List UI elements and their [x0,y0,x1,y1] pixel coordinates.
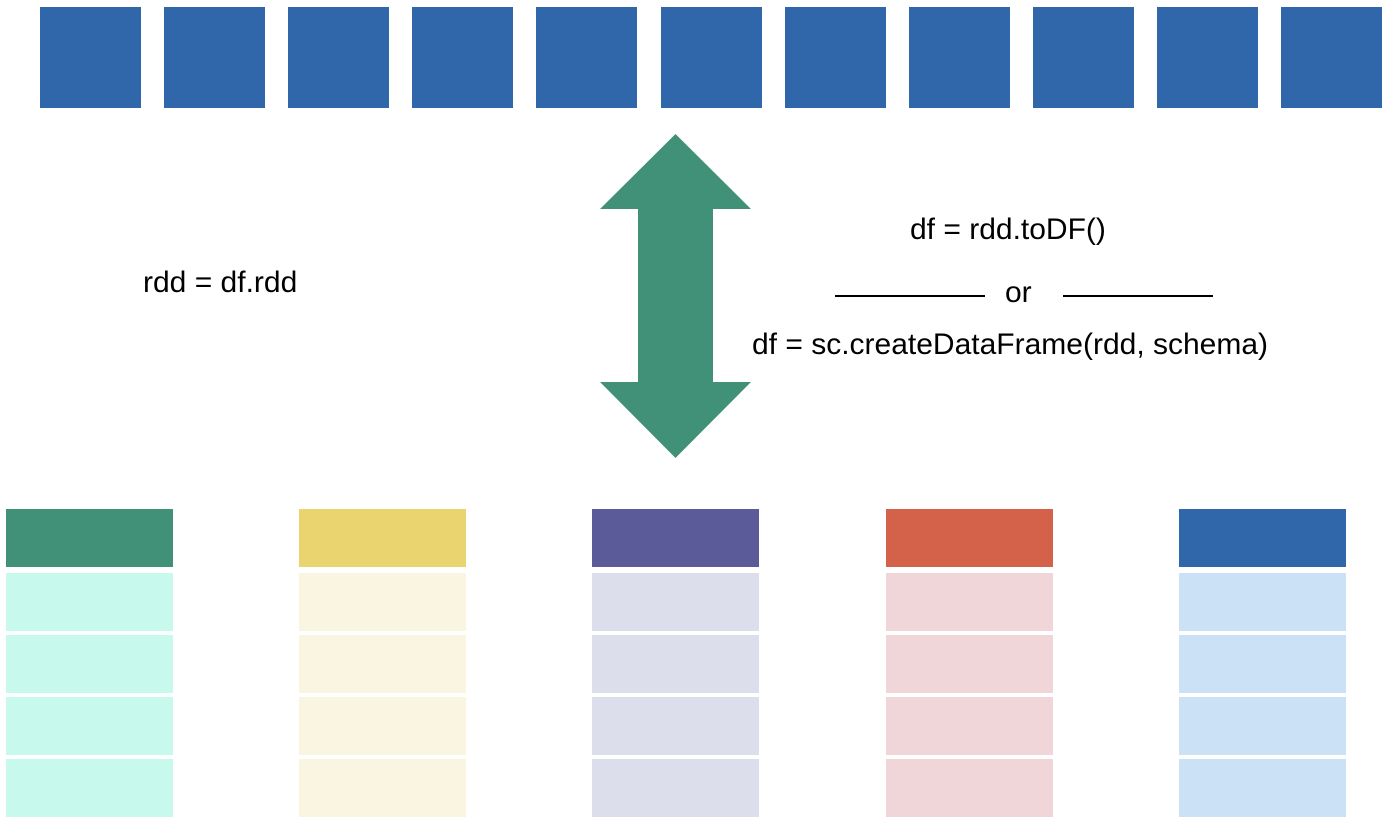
rdd-partition-row [0,0,1394,110]
column-cell [592,635,759,693]
column-cell [592,573,759,631]
column-cell [299,759,466,817]
column-cell [886,573,1053,631]
column-cell [6,759,173,817]
column-cell [1179,573,1346,631]
dataframe-column [592,509,759,819]
column-header [6,509,173,567]
column-cell [592,697,759,755]
column-header [299,509,466,567]
column-header [592,509,759,567]
column-cell [299,697,466,755]
or-divider-left [835,295,985,297]
dataframe-column [886,509,1053,819]
or-divider-right [1063,295,1213,297]
rdd-partition-block [1033,7,1134,108]
or-label: or [1005,276,1032,309]
column-cell [1179,635,1346,693]
column-cell [1179,697,1346,755]
column-cell [886,759,1053,817]
column-header [1179,509,1346,567]
rdd-partition-block [661,7,762,108]
column-cell [886,635,1053,693]
dataframe-column [1179,509,1346,819]
rdd-from-df-label: rdd = df.rdd [143,266,298,299]
column-header [886,509,1053,567]
rdd-partition-block [785,7,886,108]
rdd-partition-block [40,7,141,108]
column-cell [299,573,466,631]
rdd-partition-block [288,7,389,108]
rdd-partition-block [536,7,637,108]
column-cell [299,635,466,693]
to-df-label: df = rdd.toDF() [910,213,1106,246]
rdd-partition-block [1157,7,1258,108]
column-cell [6,573,173,631]
rdd-partition-block [412,7,513,108]
rdd-partition-block [1281,7,1382,108]
dataframe-column [6,509,173,819]
create-dataframe-label: df = sc.createDataFrame(rdd, schema) [752,328,1269,361]
column-cell [6,697,173,755]
column-cell [592,759,759,817]
rdd-partition-block [164,7,265,108]
column-cell [886,697,1053,755]
dataframe-column [299,509,466,819]
double-arrow-icon [600,134,751,458]
column-cell [6,635,173,693]
rdd-partition-block [909,7,1010,108]
column-cell [1179,759,1346,817]
